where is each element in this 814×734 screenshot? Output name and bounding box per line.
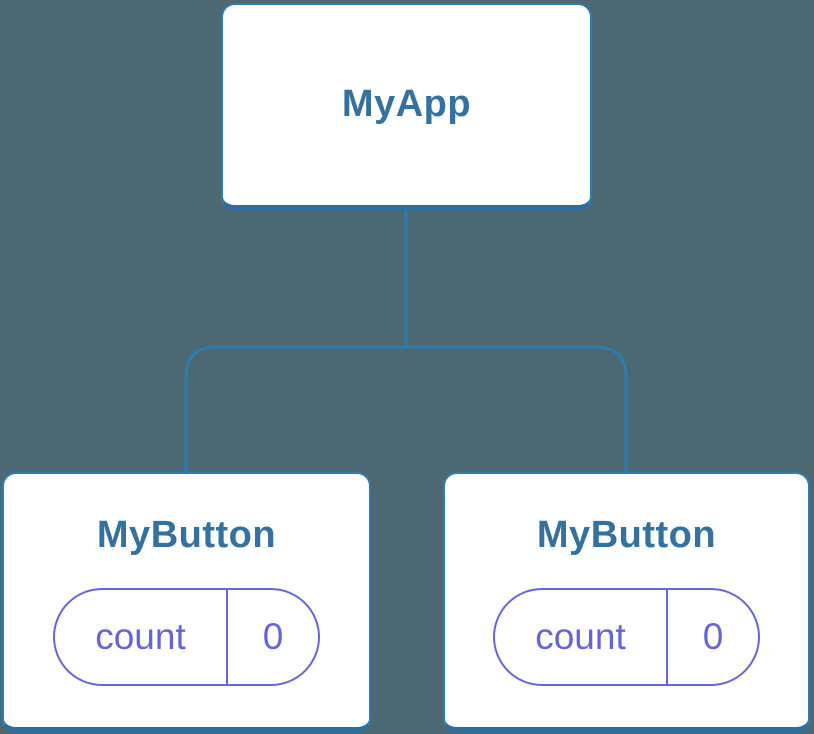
state-pill: count 0 bbox=[493, 588, 760, 687]
node-mybutton-1-label: MyButton bbox=[96, 513, 277, 556]
node-mybutton-2: MyButton count 0 bbox=[443, 472, 810, 733]
state-value: 0 bbox=[702, 616, 724, 658]
node-myapp-label: MyApp bbox=[341, 83, 472, 126]
state-key: count bbox=[55, 590, 228, 685]
node-myapp: MyApp bbox=[221, 3, 592, 211]
node-mybutton-1: MyButton count 0 bbox=[2, 472, 371, 733]
state-pill: count 0 bbox=[53, 588, 320, 687]
state-key: count bbox=[495, 590, 668, 685]
state-value: 0 bbox=[262, 616, 284, 658]
tree-bracket-line bbox=[184, 345, 628, 473]
node-mybutton-2-label: MyButton bbox=[536, 513, 717, 556]
